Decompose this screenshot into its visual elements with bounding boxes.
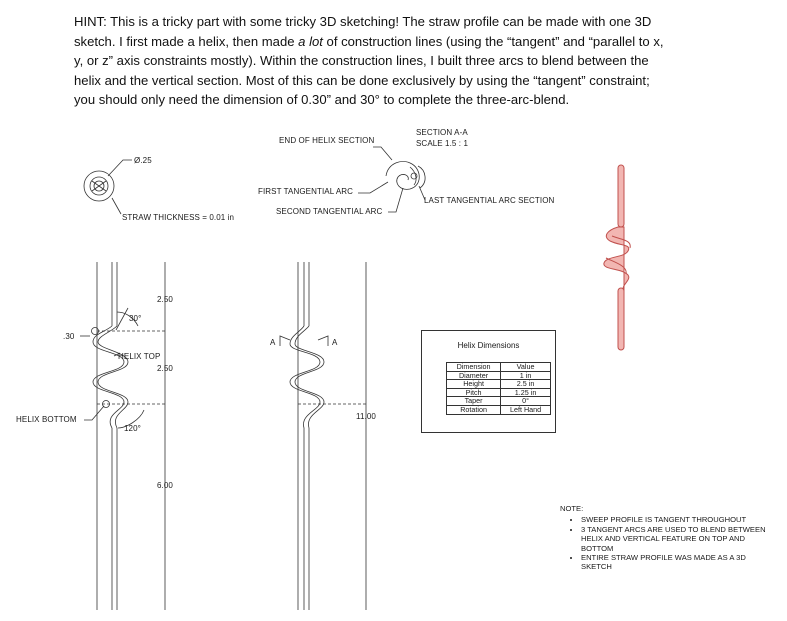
angle-30-label: 30° xyxy=(129,314,142,323)
helix-dimensions-table: Helix Dimensions Dimension Value Diamete… xyxy=(421,330,556,433)
first-arc-leader xyxy=(358,181,389,194)
straw-top-tube xyxy=(617,164,625,228)
note-title: NOTE: xyxy=(560,504,584,513)
section-profile-circle xyxy=(410,172,418,180)
diameter-label: Ø.25 xyxy=(134,156,152,165)
second-tangential-arc-label: SECOND TANGENTIAL ARC xyxy=(276,207,383,216)
table-row: Pitch 1.25 in xyxy=(445,387,551,398)
hint-line-1: HINT: This is a tricky part with some tr… xyxy=(74,14,652,29)
dim-mid-label: 2.50 xyxy=(157,364,173,373)
overall-length-label: 11.00 xyxy=(356,412,376,421)
table-header-cell: Value xyxy=(500,362,551,372)
section-last-arc xyxy=(417,165,426,189)
second-arc-leader xyxy=(388,187,404,213)
front-helix-inner xyxy=(97,325,129,429)
top-view xyxy=(83,159,132,215)
hint-line-2-start: sketch. I first made a helix, then made xyxy=(74,33,299,49)
thickness-leader xyxy=(111,197,122,215)
top-view-inner-circle xyxy=(89,176,109,196)
section-spiral-inner xyxy=(409,166,417,186)
first-tangential-arc-label: FIRST TANGENTIAL ARC xyxy=(258,187,354,196)
side-view xyxy=(279,262,367,610)
note-item: SWEEP PROFILE IS TANGENT THROUGHOUT xyxy=(581,515,775,524)
straw-helix xyxy=(603,226,630,292)
section-spiral xyxy=(385,161,420,190)
helix-top-leader xyxy=(113,352,121,357)
straw-helix-highlight xyxy=(605,235,631,275)
top-view-outer-circle xyxy=(83,170,115,202)
end-of-helix-leader xyxy=(373,146,393,161)
end-of-helix-label: END OF HELIX SECTION xyxy=(279,136,375,145)
front-helix-outer xyxy=(92,325,125,429)
helix-bottom-leader xyxy=(84,405,105,421)
helix-top-label: HELIX TOP xyxy=(118,352,161,361)
table-cell: Left Hand xyxy=(500,404,551,415)
table-cell: Rotation xyxy=(445,404,502,415)
hint-line-2: sketch. I first made a helix, then made … xyxy=(74,32,724,52)
helix-table-title: Helix Dimensions xyxy=(457,341,520,350)
table-header-cell: Dimension xyxy=(445,362,502,372)
note-block: NOTE: SWEEP PROFILE IS TANGENT THROUGHOU… xyxy=(560,504,775,572)
section-marker-right-label: A xyxy=(332,338,338,347)
angle-30-line xyxy=(115,307,129,331)
note-item: ENTIRE STRAW PROFILE WAS MADE AS A 3D SK… xyxy=(581,553,775,572)
straw-3d-render xyxy=(603,164,631,351)
table-cell: Height xyxy=(445,379,502,389)
last-tangential-arc-label: LAST TANGENTIAL ARC SECTION xyxy=(424,196,555,205)
hint-line-2-end: of construction lines (using the “tangen… xyxy=(322,33,664,49)
angle-120-arc xyxy=(117,409,145,429)
section-view xyxy=(358,146,426,213)
straw-thickness-label: STRAW THICKNESS = 0.01 in xyxy=(122,213,235,222)
helix-bottom-label: HELIX BOTTOM xyxy=(16,415,77,424)
hint-line-4: helix and the vertical section. Most of … xyxy=(74,72,650,88)
helix-table-grid: Dimension Value Diameter 1 in Height 2.5… xyxy=(445,362,551,415)
note-item: 3 TANGENT ARCS ARE USED TO BLEND BETWEEN… xyxy=(581,525,775,553)
section-scale: SCALE 1.5 : 1 xyxy=(416,139,468,148)
diameter-leader xyxy=(107,159,132,177)
dim-top-label: 2.50 xyxy=(157,295,173,304)
front-view xyxy=(80,262,166,610)
top-view-core-circle xyxy=(93,180,105,192)
section-marker-right xyxy=(317,335,329,346)
straw-bottom-tube xyxy=(617,287,625,351)
section-marker-left-label: A xyxy=(270,338,276,347)
section-title: SECTION A-A xyxy=(416,128,468,137)
offset-label: .30 xyxy=(63,332,75,341)
section-marker-left xyxy=(279,335,291,346)
note-list: SWEEP PROFILE IS TANGENT THROUGHOUT 3 TA… xyxy=(560,515,775,571)
table-row: Rotation Left Hand xyxy=(445,404,551,415)
dim-bottom-label: 6.00 xyxy=(157,481,173,490)
hint-line-5: you should only need the dimension of 0.… xyxy=(74,92,570,108)
table-row: Diameter 1 in xyxy=(445,370,551,381)
table-header-row: Dimension Value xyxy=(445,362,551,372)
hint-paragraph: HINT: This is a tricky part with some tr… xyxy=(74,12,724,110)
angle-30-arc xyxy=(116,311,139,327)
table-row: Height 2.5 in xyxy=(445,379,551,389)
hint-line-2-emphasis: a lot xyxy=(298,33,323,49)
top-view-cross xyxy=(91,180,107,192)
hint-line-3: y, or z” axis constraints mostly). Withi… xyxy=(74,53,649,69)
last-arc-leader xyxy=(418,185,426,201)
side-helix-inner xyxy=(294,325,325,429)
angle-120-label: 120° xyxy=(124,424,141,433)
table-cell: 2.5 in xyxy=(500,379,551,389)
